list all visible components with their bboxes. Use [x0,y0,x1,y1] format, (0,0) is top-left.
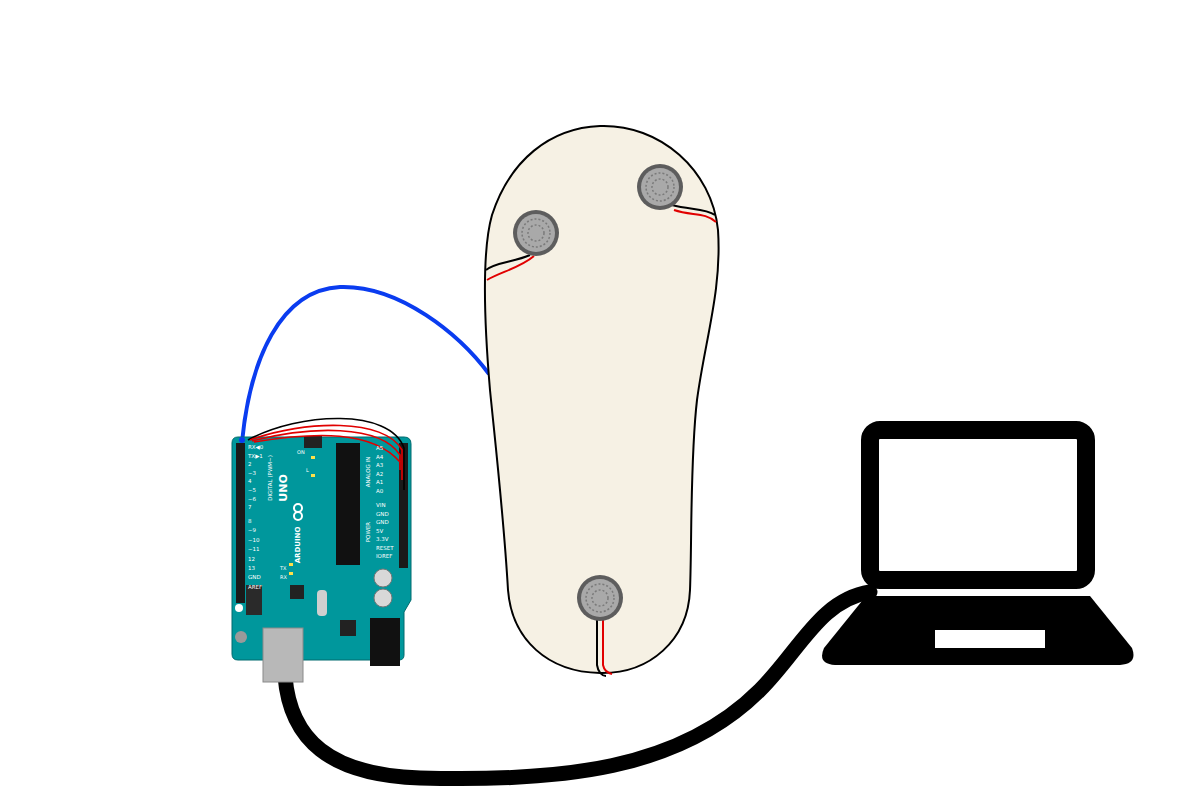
pin-label: ~3 [248,471,256,477]
pin-label: TX▶1 [248,454,263,460]
pin-label: GND [248,576,261,582]
force-sensor [577,575,623,676]
insole [485,126,719,673]
led-label: RX [280,575,287,580]
pin-label: 2 [248,462,252,468]
pin-label: RX◀0 [248,445,263,451]
pin-label: IOREF [376,554,392,560]
force-sensor [486,210,559,280]
pin-label: ~5 [248,488,256,494]
pin-label: A1 [376,480,383,486]
led-label: L [306,468,309,473]
pin-label: AREF [248,585,262,591]
pin-label: ~10 [248,538,260,544]
pin-label: 13 [248,566,255,572]
wire-end [239,437,245,443]
arduino-board [232,436,411,682]
pin-label: A0 [376,489,383,495]
pin-label: RESET [376,546,394,552]
pin-label: 7 [248,505,252,511]
header-title: ANALOG IN [366,457,372,488]
pin-label: A3 [376,463,383,469]
pin-label: GND [376,520,389,526]
header-title: POWER [366,522,372,542]
pin-label: 8 [248,519,252,525]
pin-label: A2 [376,472,383,478]
force-sensor [637,164,716,222]
pin-label: 3.3V [376,537,389,543]
pin-label: VIN [376,503,386,509]
pin-label: 12 [248,557,255,563]
board-name: ARDUINO [295,527,302,564]
header-title: DIGITAL (PWM~) [268,455,274,501]
laptop [822,430,1133,665]
pin-label: ~11 [248,547,260,553]
pin-label: A4 [376,455,383,461]
pin-label: ~6 [248,497,256,503]
board-name: UNO [278,474,289,502]
pin-label: 5V [376,529,383,535]
led-label: TX [280,566,286,571]
pin-label: A5 [376,446,383,452]
pin-label: GND [376,512,389,518]
pin-label: ~9 [248,529,256,535]
led-label: ON [297,450,305,455]
blue-wire [242,287,489,442]
pin-label: 4 [248,480,252,486]
